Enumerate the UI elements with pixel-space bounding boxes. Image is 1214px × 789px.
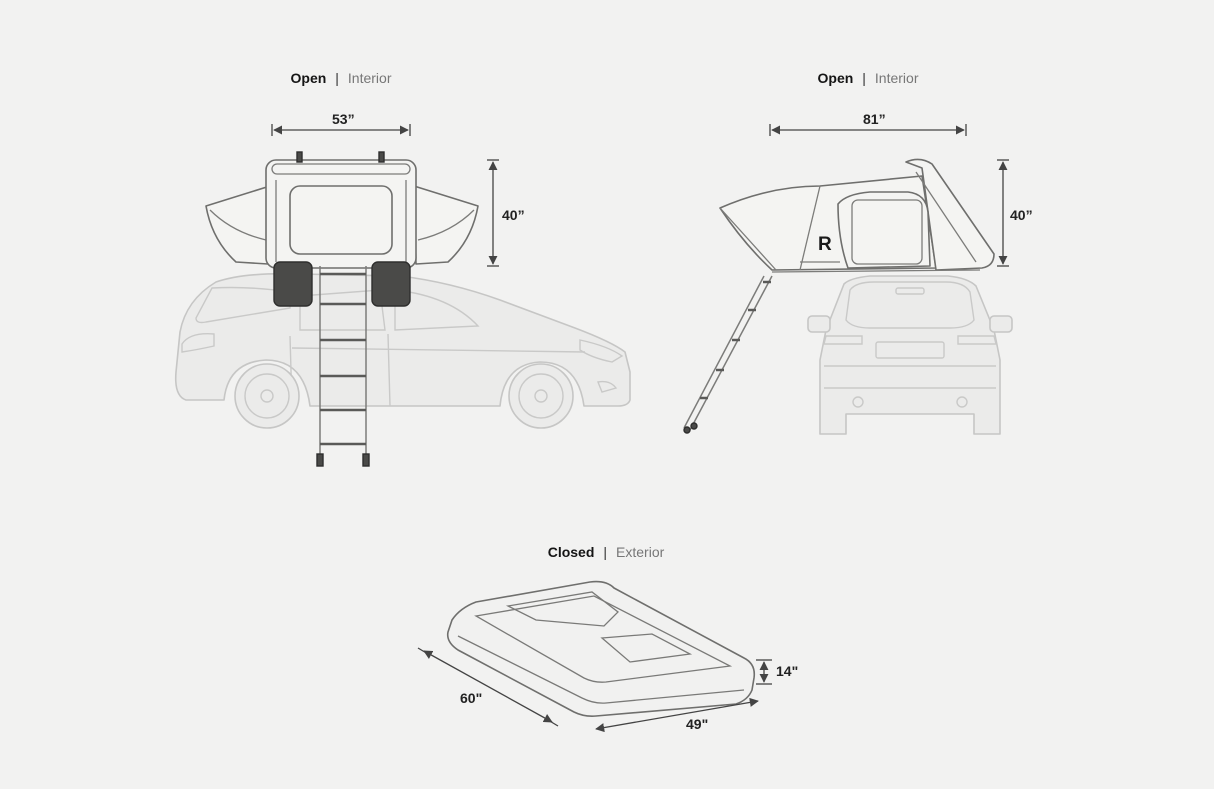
panel-title-rear-light: Interior — [874, 70, 919, 86]
dim-label-closed-height: 14" — [776, 663, 799, 679]
panel-title-closed-light: Exterior — [616, 544, 665, 560]
panel-title-side-strong: Open — [290, 70, 327, 86]
side-view-tent — [205, 151, 479, 307]
dim-label-side-height: 40” — [502, 207, 525, 223]
dim-label-side-width: 53” — [332, 111, 355, 127]
closed-dimension-lines — [417, 647, 772, 733]
rear-view-ladder — [683, 275, 773, 434]
dim-label-rear-height: 40” — [1010, 207, 1033, 223]
dim-label-rear-length: 81” — [863, 111, 886, 127]
panel-title-side-sep: | — [335, 70, 339, 86]
rear-view-car — [807, 275, 1013, 435]
panel-title-side: Open | Interior — [291, 70, 392, 86]
dim-label-closed-length: 60" — [460, 690, 483, 706]
side-view-car — [174, 272, 631, 429]
panel-title-closed-strong: Closed — [547, 544, 595, 560]
panel-title-closed: Closed | Exterior — [548, 544, 665, 560]
rear-view-tent — [719, 158, 995, 273]
panel-title-closed-sep: | — [603, 544, 608, 560]
brand-logo-letter: R — [818, 234, 832, 255]
panel-title-rear-sep: | — [862, 70, 866, 86]
panel-title-side-light: Interior — [347, 70, 392, 86]
closed-tent-box — [446, 580, 756, 717]
rear-view-dimension-lines — [769, 124, 1009, 267]
panel-title-rear-strong: Open — [817, 70, 854, 86]
dim-label-closed-width: 49" — [686, 716, 709, 732]
side-view-ladder — [316, 266, 370, 467]
side-view-dimension-lines — [271, 124, 499, 267]
panel-title-rear: Open | Interior — [818, 70, 919, 86]
